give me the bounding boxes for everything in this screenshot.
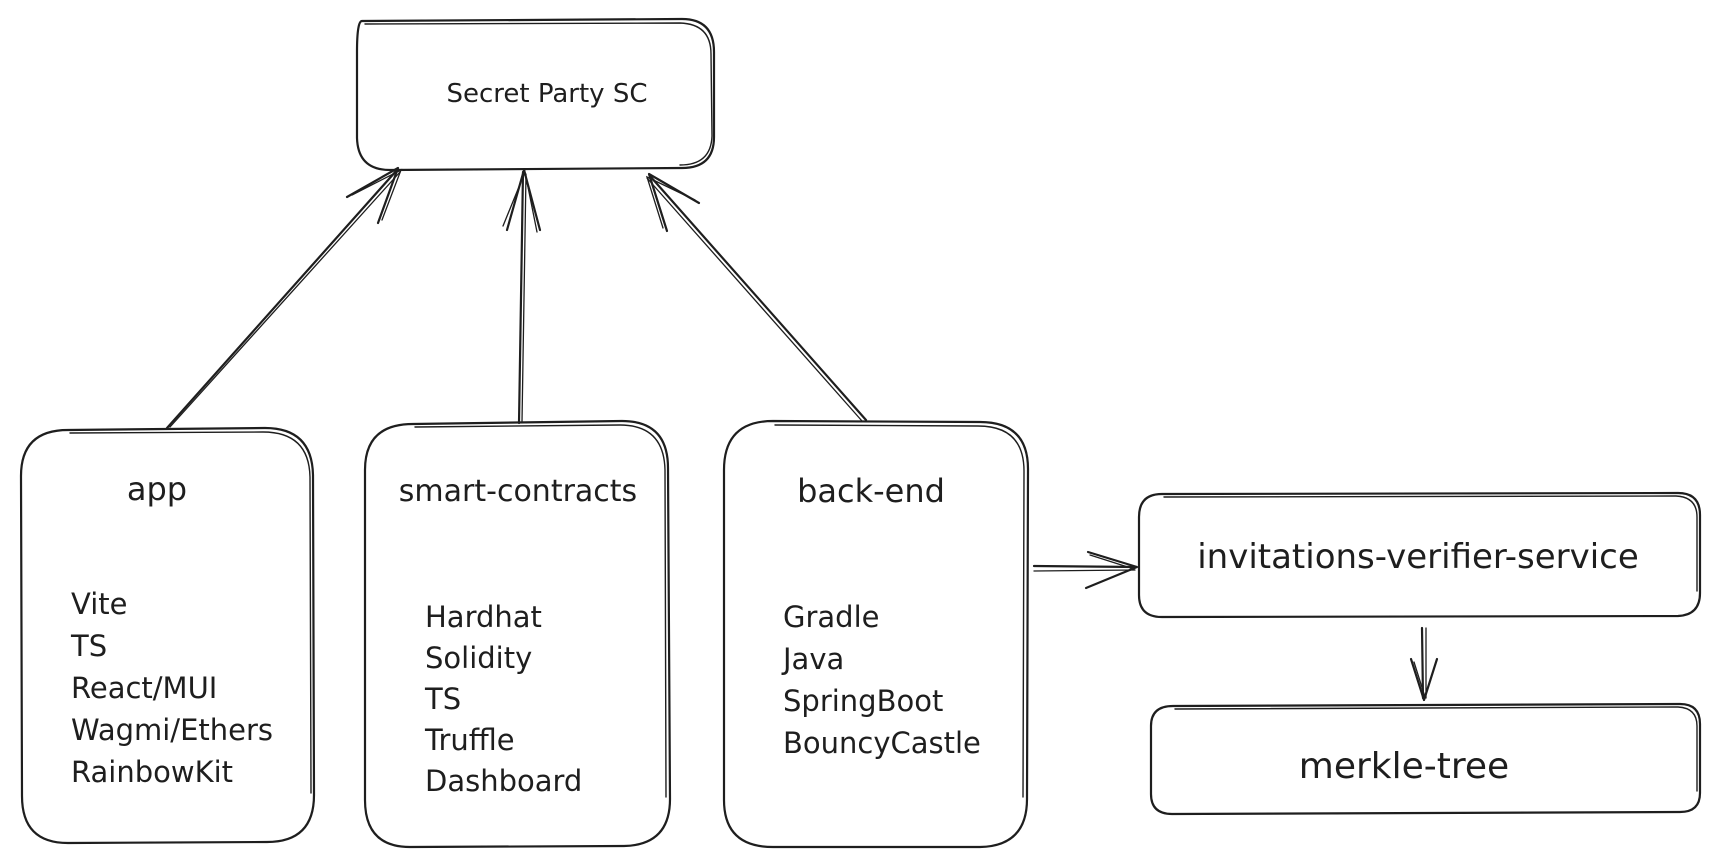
- invitations-verifier-service-node: invitations-verifier-service: [1137, 491, 1702, 619]
- back-end-node: back-end Gradle Java SpringBoot BouncyCa…: [722, 419, 1030, 849]
- arrow-line-sketch: [1033, 569, 1136, 572]
- arrow-line-sketch: [169, 171, 401, 428]
- app-tech-list: Vite TS React/MUI Wagmi/Ethers RainbowKi…: [70, 587, 273, 789]
- app-box: [19, 426, 316, 845]
- edge-back-end-to-invitations-verifier-service: [1032, 550, 1139, 590]
- smart-contracts-tech-list: Hardhat Solidity TS Truffle Dashboard: [424, 600, 582, 798]
- smart-contracts-tech-item: Truffle: [424, 723, 515, 757]
- app-tech-item: React/MUI: [71, 671, 217, 705]
- arrowhead-sketch: [1413, 661, 1426, 698]
- arrow-line-sketch: [646, 177, 863, 422]
- back-end-tech-item: Java: [781, 642, 844, 676]
- smart-contracts-box-sketch: [414, 424, 667, 798]
- smart-contracts-box: [363, 419, 672, 849]
- merkle-tree-box: [1149, 702, 1702, 816]
- app-box-sketch: [69, 431, 312, 794]
- secret-party-sc-box: [355, 17, 716, 172]
- secret-party-sc-box-sketch: [364, 22, 713, 166]
- app-tech-item: RainbowKit: [71, 755, 233, 789]
- arrowhead-sketch: [351, 168, 403, 221]
- arrow-line: [648, 174, 868, 422]
- merkle-tree-box-sketch: [1174, 706, 1698, 792]
- back-end-title: back-end: [797, 472, 945, 510]
- arrowhead-sketch: [645, 175, 696, 229]
- app-title: app: [127, 470, 187, 508]
- back-end-tech-item: Gradle: [783, 600, 879, 634]
- arrow-line: [1420, 626, 1425, 700]
- smart-contracts-tech-item: Solidity: [425, 641, 532, 675]
- arrowhead-sketch: [1089, 554, 1135, 570]
- arrowhead: [1084, 550, 1139, 590]
- back-end-tech-item: SpringBoot: [783, 684, 943, 718]
- app-node: app Vite TS React/MUI Wagmi/Ethers Rainb…: [19, 426, 316, 845]
- edge-invitations-verifier-service-to-merkle-tree: [1409, 626, 1439, 702]
- arrowhead: [505, 168, 542, 232]
- arrow-line: [165, 168, 399, 430]
- arrow-line: [517, 170, 525, 425]
- app-tech-item: TS: [70, 629, 107, 663]
- merkle-tree-node: merkle-tree: [1149, 702, 1702, 816]
- back-end-box: [722, 419, 1030, 849]
- back-end-tech-item: BouncyCastle: [783, 726, 981, 760]
- invitations-verifier-service-box: [1137, 491, 1702, 619]
- secret-party-sc-title: Secret Party SC: [446, 79, 647, 109]
- edge-smart-contracts-to-secret-party-sc: [502, 168, 542, 425]
- secret-party-sc-node: Secret Party SC: [355, 17, 716, 172]
- invitations-verifier-service-title: invitations-verifier-service: [1197, 537, 1639, 577]
- arrow-line-sketch: [521, 173, 527, 423]
- smart-contracts-tech-item: Dashboard: [425, 764, 582, 798]
- app-tech-item: Wagmi/Ethers: [71, 713, 273, 747]
- back-end-box-sketch: [774, 424, 1025, 798]
- invitations-verifier-service-box-sketch: [1163, 495, 1698, 592]
- arrowhead: [1409, 657, 1439, 702]
- merkle-tree-title: merkle-tree: [1299, 746, 1509, 787]
- smart-contracts-tech-item: TS: [424, 682, 461, 716]
- smart-contracts-title: smart-contracts: [399, 474, 637, 509]
- back-end-tech-list: Gradle Java SpringBoot BouncyCastle: [781, 600, 981, 760]
- app-tech-item: Vite: [71, 587, 127, 621]
- edge-back-end-to-secret-party-sc: [645, 172, 868, 422]
- arrowhead-sketch: [502, 169, 538, 233]
- arrowhead: [345, 166, 400, 225]
- edge-app-to-secret-party-sc: [165, 166, 403, 430]
- smart-contracts-node: smart-contracts Hardhat Solidity TS Truf…: [363, 419, 672, 849]
- arrow-line: [1032, 564, 1138, 569]
- smart-contracts-tech-item: Hardhat: [425, 600, 542, 634]
